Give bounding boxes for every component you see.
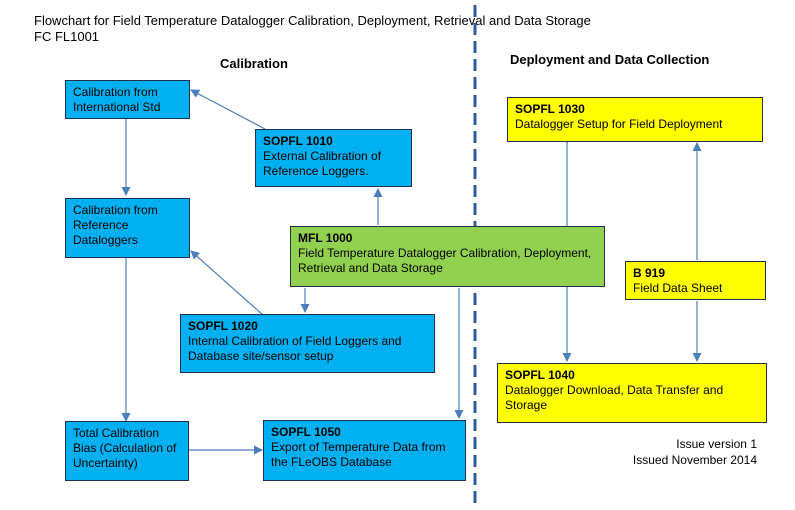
diagram-title: Flowchart for Field Temperature Datalogg…: [34, 13, 591, 28]
box-sopfl-1020: SOPFL 1020 Internal Calibration of Field…: [180, 314, 435, 373]
box-body: Total Calibration Bias (Calculation of U…: [73, 426, 177, 470]
arrow-1020-to-ref: [190, 250, 264, 316]
box-sopfl-1030: SOPFL 1030 Datalogger Setup for Field De…: [507, 97, 763, 142]
box-sopfl-1010: SOPFL 1010 External Calibration of Refer…: [255, 129, 412, 187]
box-code: SOPFL 1020: [188, 319, 258, 333]
box-body: Field Temperature Datalogger Calibration…: [298, 246, 592, 275]
box-body: Internal Calibration of Field Loggers an…: [188, 334, 402, 363]
box-code: B 919: [633, 266, 666, 280]
box-body: Calibration from International Std: [73, 85, 161, 114]
box-code: MFL 1000: [298, 231, 353, 245]
box-body: Field Data Sheet: [633, 281, 723, 295]
section-deployment: Deployment and Data Collection: [510, 52, 710, 67]
box-sopfl-1040: SOPFL 1040 Datalogger Download, Data Tra…: [497, 363, 767, 423]
box-code: SOPFL 1010: [263, 134, 333, 148]
arrow-1010-to-intl: [190, 89, 266, 130]
issue-date: Issued November 2014: [632, 453, 757, 467]
box-body: External Calibration of Reference Logger…: [263, 149, 382, 178]
box-body: Calibration from Reference Dataloggers: [73, 203, 158, 247]
section-calibration: Calibration: [220, 56, 288, 71]
box-body: Datalogger Setup for Field Deployment: [515, 117, 723, 131]
box-code: SOPFL 1040: [505, 368, 575, 382]
box-code: SOPFL 1050: [271, 425, 341, 439]
box-code: SOPFL 1030: [515, 102, 585, 116]
box-body: Export of Temperature Data from the FLeO…: [271, 440, 446, 469]
issue-info: Issue version 1 Issued November 2014: [633, 436, 757, 468]
diagram-code: FC FL1001: [34, 29, 100, 44]
box-mfl-1000: MFL 1000 Field Temperature Datalogger Ca…: [290, 226, 605, 287]
issue-version: Issue version 1: [676, 437, 757, 451]
box-body: Datalogger Download, Data Transfer and S…: [505, 383, 724, 412]
box-b-919: B 919 Field Data Sheet: [625, 261, 766, 300]
box-total-calibration-bias: Total Calibration Bias (Calculation of U…: [65, 421, 189, 481]
box-calibration-international: Calibration from International Std: [65, 80, 190, 119]
box-sopfl-1050: SOPFL 1050 Export of Temperature Data fr…: [263, 420, 466, 481]
box-calibration-reference: Calibration from Reference Dataloggers: [65, 198, 190, 258]
